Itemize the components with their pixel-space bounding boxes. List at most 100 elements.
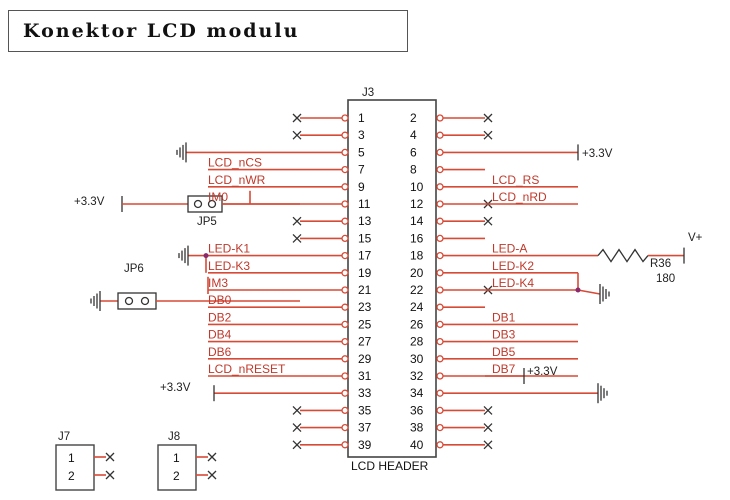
jp5-pin [193, 199, 203, 209]
jp5-pin [207, 199, 217, 209]
pin-number: 5 [358, 145, 365, 159]
signal-label-left: IM0 [208, 190, 228, 204]
pin-number: 24 [410, 300, 424, 314]
pin-number: 37 [358, 421, 372, 435]
pin-circle [341, 423, 349, 432]
pin-number: 23 [358, 300, 372, 314]
pin-number: 28 [410, 335, 424, 349]
no-connect-mark [292, 405, 302, 415]
pin-number: 15 [358, 231, 372, 245]
pin-number: 10 [410, 180, 424, 194]
pin-circle [436, 234, 444, 243]
header-ref: J3 [362, 87, 374, 99]
pin-number: 36 [410, 403, 424, 417]
no-connect-mark [483, 423, 493, 433]
wiring [55, 113, 685, 491]
junction-dot [575, 287, 581, 293]
pin-circle [436, 114, 444, 122]
pin-circle [436, 389, 444, 397]
pin-number: 6 [410, 145, 417, 159]
header-name: LCD HEADER [351, 459, 429, 473]
pin-circle [341, 320, 349, 329]
pin-circle [341, 131, 349, 139]
no-connect-mark [207, 470, 217, 480]
signal-label-left: DB4 [208, 328, 232, 342]
pin-circle [436, 148, 444, 157]
no-connect-mark [483, 216, 493, 226]
no-connect-mark [292, 216, 302, 226]
pin-number: 2 [410, 111, 417, 125]
pin-number: 21 [358, 283, 372, 297]
pin-number: 35 [358, 403, 372, 417]
pin-circle [341, 372, 349, 380]
power-label-pin6: +3.3V [582, 148, 613, 160]
signal-label-left: IM3 [208, 276, 228, 290]
pin-number: 26 [410, 317, 424, 331]
pin-circle [436, 165, 444, 174]
no-connect-mark [292, 233, 302, 243]
signal-label-left: LED-K1 [208, 242, 250, 256]
pin-number: 14 [410, 214, 424, 228]
jp6-pin [124, 296, 134, 306]
power-label-pin33: +3.3V [160, 382, 191, 394]
pin-number: 19 [358, 266, 372, 280]
pin-number: 25 [358, 317, 372, 331]
connector-body [55, 444, 95, 491]
signal-label-right: DB1 [492, 310, 516, 324]
signal-label-right: LCD_nRD [492, 190, 547, 204]
signal-label-left: DB0 [208, 293, 232, 307]
pin-circle [341, 337, 349, 346]
r36-value: 180 [656, 273, 675, 285]
pin-circle [341, 114, 349, 122]
signal-label-right: LCD_RS [492, 173, 539, 187]
pin-circle [341, 355, 349, 363]
j7-ref: J7 [58, 431, 70, 443]
pin-circle [436, 337, 444, 346]
signal-label-left: LCD_nWR [208, 173, 266, 187]
pin-circle [436, 372, 444, 380]
pin-number: 9 [358, 180, 365, 194]
pin-number: 22 [410, 283, 424, 297]
no-connect-mark [483, 405, 493, 415]
r36-body [597, 248, 649, 263]
pin-circle [436, 286, 444, 294]
junction-dot [203, 253, 209, 259]
signal-label-right: DB5 [492, 345, 516, 359]
pin-number: 13 [358, 214, 372, 228]
pin-circle [341, 148, 349, 157]
pin-circle [436, 303, 444, 311]
signal-label-left: LCD_nCS [208, 156, 262, 170]
pin-circle [436, 200, 444, 208]
no-connect-mark [105, 452, 115, 462]
signal-label-left: DB6 [208, 345, 232, 359]
j8-pin2: 2 [173, 469, 180, 483]
header-body [347, 99, 437, 458]
signal-label-right: DB3 [492, 328, 516, 342]
r36-ref: R36 [650, 258, 671, 270]
no-connect-mark [483, 113, 493, 123]
jp5-label: JP5 [197, 216, 217, 228]
no-connect-mark [483, 440, 493, 450]
pin-number: 40 [410, 438, 424, 452]
no-connect-mark [292, 423, 302, 433]
header-pins: 1357911131517192123252729313335373924681… [358, 111, 424, 452]
pin-number: 29 [358, 352, 372, 366]
no-connect-mark [292, 440, 302, 450]
pin-number: 34 [410, 386, 424, 400]
pin-number: 39 [358, 438, 372, 452]
pin-number: 8 [410, 163, 417, 177]
no-connect-mark [483, 130, 493, 140]
pin-circle [436, 217, 444, 225]
pin-circle [341, 183, 349, 191]
signal-label-right: DB7 [492, 362, 516, 376]
pin-circle [436, 183, 444, 191]
power-label-jp5: +3.3V [74, 196, 105, 208]
pin-circle [436, 251, 444, 260]
no-connect-mark [207, 452, 217, 462]
pin-number: 16 [410, 231, 424, 245]
pin-circle [341, 251, 349, 260]
pin-circle [341, 269, 349, 277]
pin-number: 4 [410, 128, 417, 142]
pin-number: 31 [358, 369, 372, 383]
